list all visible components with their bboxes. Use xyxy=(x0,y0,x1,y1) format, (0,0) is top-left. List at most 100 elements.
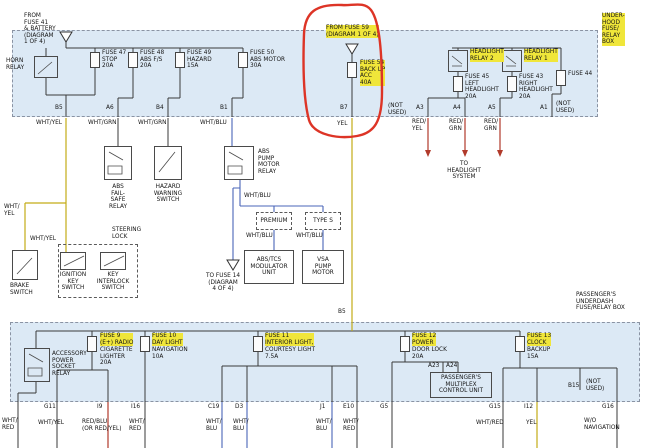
triangle-to-fuse14 xyxy=(226,259,240,271)
connector-j1: J1 xyxy=(320,404,326,410)
abs-fail-safe-label: ABS FAIL- SAFE RELAY xyxy=(108,184,128,210)
type-s-option-box xyxy=(305,212,341,230)
connector-a6: A6 xyxy=(106,105,114,111)
wire-red-grn-a4: RED/ GRN xyxy=(449,119,464,132)
connector-b5-underdash: B5 xyxy=(338,309,346,315)
wire-red-yel-a3: RED/ YEL xyxy=(412,119,427,132)
relay-switch-symbols xyxy=(16,55,517,377)
fuse-13-symbol xyxy=(515,336,525,352)
connector-g15: G15 xyxy=(489,404,501,410)
wire-wht-blu-3: WHT/BLU xyxy=(296,233,323,239)
fuse-45-symbol xyxy=(453,76,463,92)
headlight-relay1-box xyxy=(502,50,522,72)
fuse-48-symbol xyxy=(128,52,138,68)
wire-wo-navigation-g16: W/O NAVIGATION xyxy=(584,418,620,431)
connector-i12: I12 xyxy=(524,404,534,410)
fuse-48-label: FUSE 48 ABS F/S 20A xyxy=(140,50,165,70)
wire-wht-blu-d3: WHT/ BLU xyxy=(233,419,249,432)
premium-option-box xyxy=(256,212,292,230)
fuse-12-symbol xyxy=(400,336,410,352)
to-fuse14-label: TO FUSE 14 (DIAGRAM 4 OF 4) xyxy=(205,273,241,293)
fuse-9-symbol xyxy=(87,336,97,352)
multiplex-control-unit-box xyxy=(430,372,492,398)
vsa-pump-motor-box xyxy=(302,250,344,284)
wire-red-blu-i9: RED/BLU (OR RED/YEL) xyxy=(82,419,122,432)
accessory-relay-label: ACCESSORY POWER SOCKET RELAY xyxy=(52,351,87,377)
wire-wht-yel-left: WHT/ YEL xyxy=(4,204,20,217)
fuse-47-symbol xyxy=(90,52,100,68)
vsa-pump-label: VSA PUMP MOTOR xyxy=(312,257,334,277)
connector-a23: A23 xyxy=(428,363,440,369)
key-interlock-label: KEY INTERLOCK SWITCH xyxy=(96,272,130,292)
wire-red-grn-a5: RED/ GRN xyxy=(484,119,499,132)
abs-fail-safe-relay-box xyxy=(104,146,132,180)
fuse-10-symbol xyxy=(140,336,150,352)
fuse-50-label: FUSE 50 ABS MOTOR 30A xyxy=(250,50,286,70)
wires-red xyxy=(107,118,501,448)
wire-wht-grn-b4: WHT/GRN xyxy=(138,120,167,126)
wire-yel-b7: YEL xyxy=(337,121,348,127)
wire-wht-yel-b5: WHT/YEL xyxy=(36,120,63,126)
fuse-11-symbol xyxy=(253,336,263,352)
connector-b15: B15 xyxy=(568,383,580,389)
connector-e10: E10 xyxy=(343,404,355,410)
steering-lock-box xyxy=(58,244,138,298)
fuse-9-name: FUSE 9 (E+) RADIO xyxy=(100,333,134,347)
hazard-switch-label: HAZARD WARNING SWITCH xyxy=(153,184,183,204)
not-used-b15: (NOT USED) xyxy=(586,379,605,392)
connector-g5: G5 xyxy=(380,404,389,410)
connector-a24: A24 xyxy=(446,363,458,369)
horn-relay-label: HORN RELAY xyxy=(6,58,25,71)
headlight-relay2-box xyxy=(448,50,468,72)
fuse-43-label: FUSE 43 RIGHT HEADLIGHT 20A xyxy=(519,74,553,100)
triangle-from-fuse59 xyxy=(345,43,359,55)
accessory-relay-box xyxy=(24,348,50,382)
connector-b1: B1 xyxy=(220,105,228,111)
connector-a4: A4 xyxy=(453,105,461,111)
connector-c19: C19 xyxy=(208,404,220,410)
connector-i9: I9 xyxy=(97,404,103,410)
wire-wht-yel-mid: WHT/YEL xyxy=(30,236,57,242)
connector-g16: G16 xyxy=(602,404,614,410)
wire-wht-red-g15: WHT/RED xyxy=(476,420,504,426)
ignition-switch-label: IGNITION KEY SWITCH xyxy=(59,272,87,292)
wire-wht-red-i16: WHT/ RED xyxy=(129,419,145,432)
triangle-from-fuse41 xyxy=(59,31,73,43)
horn-relay-box xyxy=(34,56,58,78)
wires-yellow xyxy=(24,118,538,448)
to-headlight-label: TO HEADLIGHT SYSTEM xyxy=(447,161,481,181)
modulator-label: ABS/TCS MODULATOR UNIT xyxy=(250,257,288,277)
not-used-a1: (NOT USED) xyxy=(556,101,575,114)
wires-blue xyxy=(221,118,333,448)
fuse-13-detail: BACKUP 15A xyxy=(527,347,551,360)
fuse-10-name: FUSE 10 DAY LIGHT xyxy=(152,333,183,347)
connector-b4: B4 xyxy=(156,105,164,111)
fuse-11-detail: COURTESY LIGHT 7.5A xyxy=(265,347,316,360)
fuse-47-label: FUSE 47 STOP 20A xyxy=(102,50,127,70)
connector-a3: A3 xyxy=(416,105,424,111)
premium-label: PREMIUM xyxy=(260,217,288,224)
abs-pump-motor-relay-box xyxy=(224,146,254,180)
multiplex-label: PASSENGER'S MULTIPLEX CONTROL UNIT xyxy=(439,375,483,395)
fuse-49-label: FUSE 49 HAZARD 15A xyxy=(187,50,212,70)
brake-switch-box xyxy=(12,250,38,280)
fuse-13-name: FUSE 13 CLOCK xyxy=(527,333,552,347)
fuse-11-name: FUSE 11 INTERIOR LIGHT, xyxy=(265,333,314,347)
fuse-12-detail: DOOR LOCK 20A xyxy=(412,347,447,360)
wire-wht-red-acc: WHT/ RED xyxy=(2,418,18,431)
connector-b5: B5 xyxy=(55,105,63,111)
abs-pump-relay-label: ABS PUMP MOTOR RELAY xyxy=(258,149,280,175)
ignition-key-switch-box xyxy=(60,252,86,270)
wire-wht-blu-1: WHT/BLU xyxy=(244,193,271,199)
fuse-44-label: FUSE 44 xyxy=(568,71,593,77)
headlight-relay2-label: HEADLIGHT RELAY 2 xyxy=(470,49,504,63)
headlight-relay1-label: HEADLIGHT RELAY 1 xyxy=(524,49,558,63)
fuse-10-detail: NAVIGATION 10A xyxy=(152,347,188,360)
brake-switch-label: BRAKE SWITCH xyxy=(10,283,33,296)
fuse-43-symbol xyxy=(507,76,517,92)
arrowheads-to-headlight xyxy=(425,150,503,157)
fuse-12-name: FUSE 12 POWER xyxy=(412,333,437,347)
connector-d3: D3 xyxy=(235,404,244,410)
